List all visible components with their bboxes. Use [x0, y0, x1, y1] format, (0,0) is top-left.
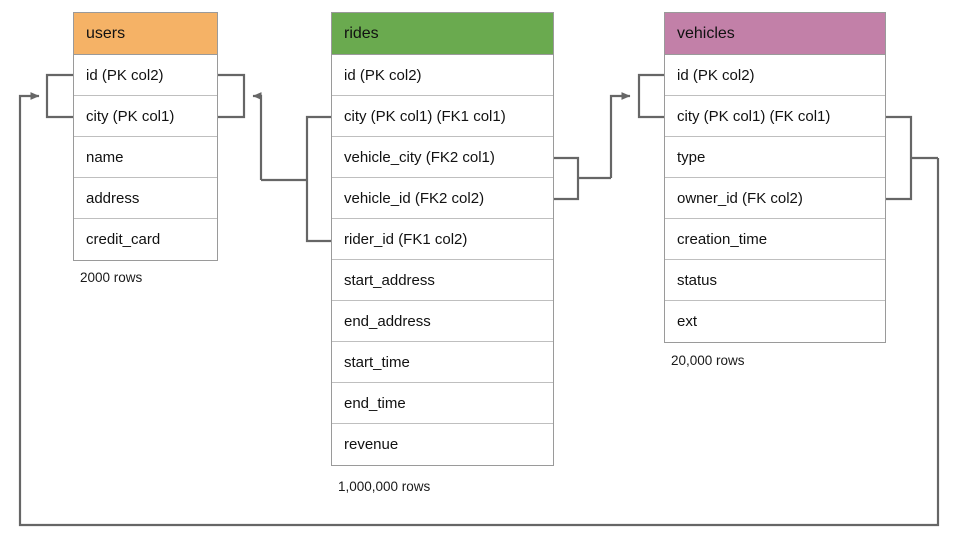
column-users-credit-card[interactable]: credit_card: [74, 219, 217, 260]
entity-vehicles-header: vehicles: [665, 13, 885, 55]
column-vehicles-city[interactable]: city (PK col1) (FK col1): [665, 96, 885, 137]
column-rides-city[interactable]: city (PK col1) (FK1 col1): [332, 96, 553, 137]
connector-rides-fk2-bracket: [554, 156, 580, 201]
column-rides-revenue[interactable]: revenue: [332, 424, 553, 465]
entity-users-columns: id (PK col2) city (PK col1) name address…: [74, 55, 217, 260]
entity-users-header: users: [74, 13, 217, 55]
entity-vehicles-columns: id (PK col2) city (PK col1) (FK col1) ty…: [665, 55, 885, 342]
entity-vehicles[interactable]: vehicles id (PK col2) city (PK col1) (FK…: [664, 12, 886, 343]
column-vehicles-owner-id[interactable]: owner_id (FK col2): [665, 178, 885, 219]
column-vehicles-creation-time[interactable]: creation_time: [665, 219, 885, 260]
connector-vehicles-right-bracket: [886, 115, 913, 201]
column-rides-start-address[interactable]: start_address: [332, 260, 553, 301]
column-vehicles-type[interactable]: type: [665, 137, 885, 178]
column-rides-id[interactable]: id (PK col2): [332, 55, 553, 96]
column-users-name[interactable]: name: [74, 137, 217, 178]
column-rides-rider-id[interactable]: rider_id (FK1 col2): [332, 219, 553, 260]
column-vehicles-status[interactable]: status: [665, 260, 885, 301]
connector-rides-fk1-to-users: [252, 92, 263, 180]
connector-vehicles-left-bracket: [637, 73, 664, 119]
column-vehicles-id[interactable]: id (PK col2): [665, 55, 885, 96]
entity-rides[interactable]: rides id (PK col2) city (PK col1) (FK1 c…: [331, 12, 554, 466]
column-users-city[interactable]: city (PK col1): [74, 96, 217, 137]
row-count-users: 2000 rows: [80, 270, 143, 285]
column-rides-end-address[interactable]: end_address: [332, 301, 553, 342]
column-rides-start-time[interactable]: start_time: [332, 342, 553, 383]
connector-rides-fk1-bracket: [305, 115, 331, 243]
column-rides-vehicle-id[interactable]: vehicle_id (FK2 col2): [332, 178, 553, 219]
column-users-id[interactable]: id (PK col2): [74, 55, 217, 96]
entity-users[interactable]: users id (PK col2) city (PK col1) name a…: [73, 12, 218, 261]
column-vehicles-ext[interactable]: ext: [665, 301, 885, 342]
entity-rides-header: rides: [332, 13, 553, 55]
column-rides-end-time[interactable]: end_time: [332, 383, 553, 424]
connector-users-right-bracket: [218, 73, 246, 119]
connector-users-left-bracket: [45, 73, 73, 119]
row-count-rides: 1,000,000 rows: [338, 479, 431, 494]
row-count-vehicles: 20,000 rows: [671, 353, 745, 368]
entity-rides-columns: id (PK col2) city (PK col1) (FK1 col1) v…: [332, 55, 553, 465]
column-users-address[interactable]: address: [74, 178, 217, 219]
column-rides-vehicle-city[interactable]: vehicle_city (FK2 col1): [332, 137, 553, 178]
connector-rides-fk2-to-vehicles: [609, 92, 631, 178]
